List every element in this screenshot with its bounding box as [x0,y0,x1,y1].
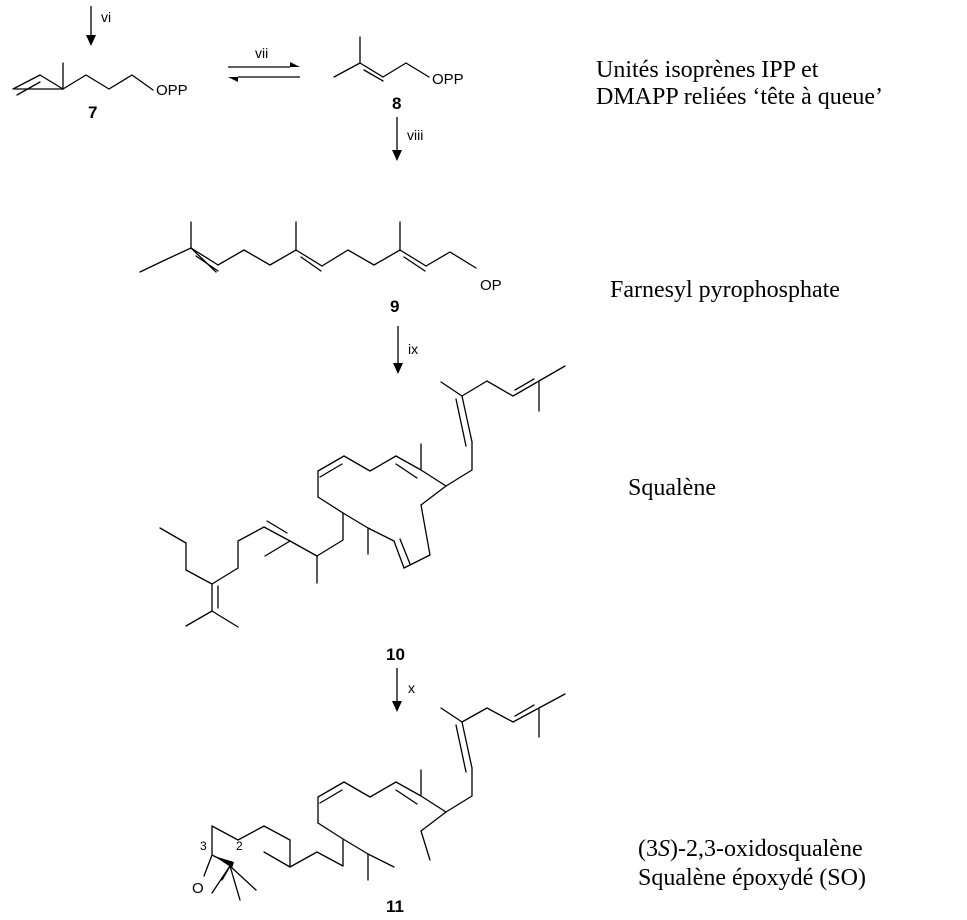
compound-number-10: 10 [386,645,405,664]
step-label-vii: vii [255,45,268,61]
compound-number-7: 7 [88,103,97,122]
group-label-7: OPP [156,82,188,99]
compound-number-11: 11 [386,897,404,916]
step-label-x: x [408,680,415,696]
molecule-10-squalene [159,365,566,628]
group-label-9: OP [480,277,502,294]
compound-number-8: 8 [392,94,401,113]
isoprene-note-line2: DMAPP reliées ‘tête à queue’ [596,84,883,110]
epoxide-oxygen-label: O [192,880,204,897]
arrow-step-viii [392,117,402,161]
arrow-step-ix [393,326,403,374]
group-label-8: OPP [432,71,464,88]
compound-name-11-line1: (3S)-2,3-oxidosqualène [638,836,863,862]
molecule-7-ipp [12,62,154,96]
compound-name-10: Squalène [628,475,716,501]
molecule-11-oxidosqualene [203,693,566,901]
compound-number-9: 9 [390,297,399,316]
step-label-viii: viii [407,127,423,143]
equilibrium-arrow-step-vii [228,62,300,82]
compound-name-9: Farnesyl pyrophosphate [610,277,840,303]
arrow-step-vi [86,6,96,46]
compound-name-11-line2: Squalène époxydé (SO) [638,865,866,891]
molecule-8-dmapp [333,36,430,82]
isoprene-note-line1: Unités isoprènes IPP et [596,57,819,83]
step-label-ix: ix [408,341,418,357]
arrow-step-x [392,668,402,712]
position-label-2: 2 [236,839,243,853]
step-label-vi: vi [101,9,111,25]
position-label-3: 3 [200,839,207,853]
molecule-9-fpp [139,221,477,273]
